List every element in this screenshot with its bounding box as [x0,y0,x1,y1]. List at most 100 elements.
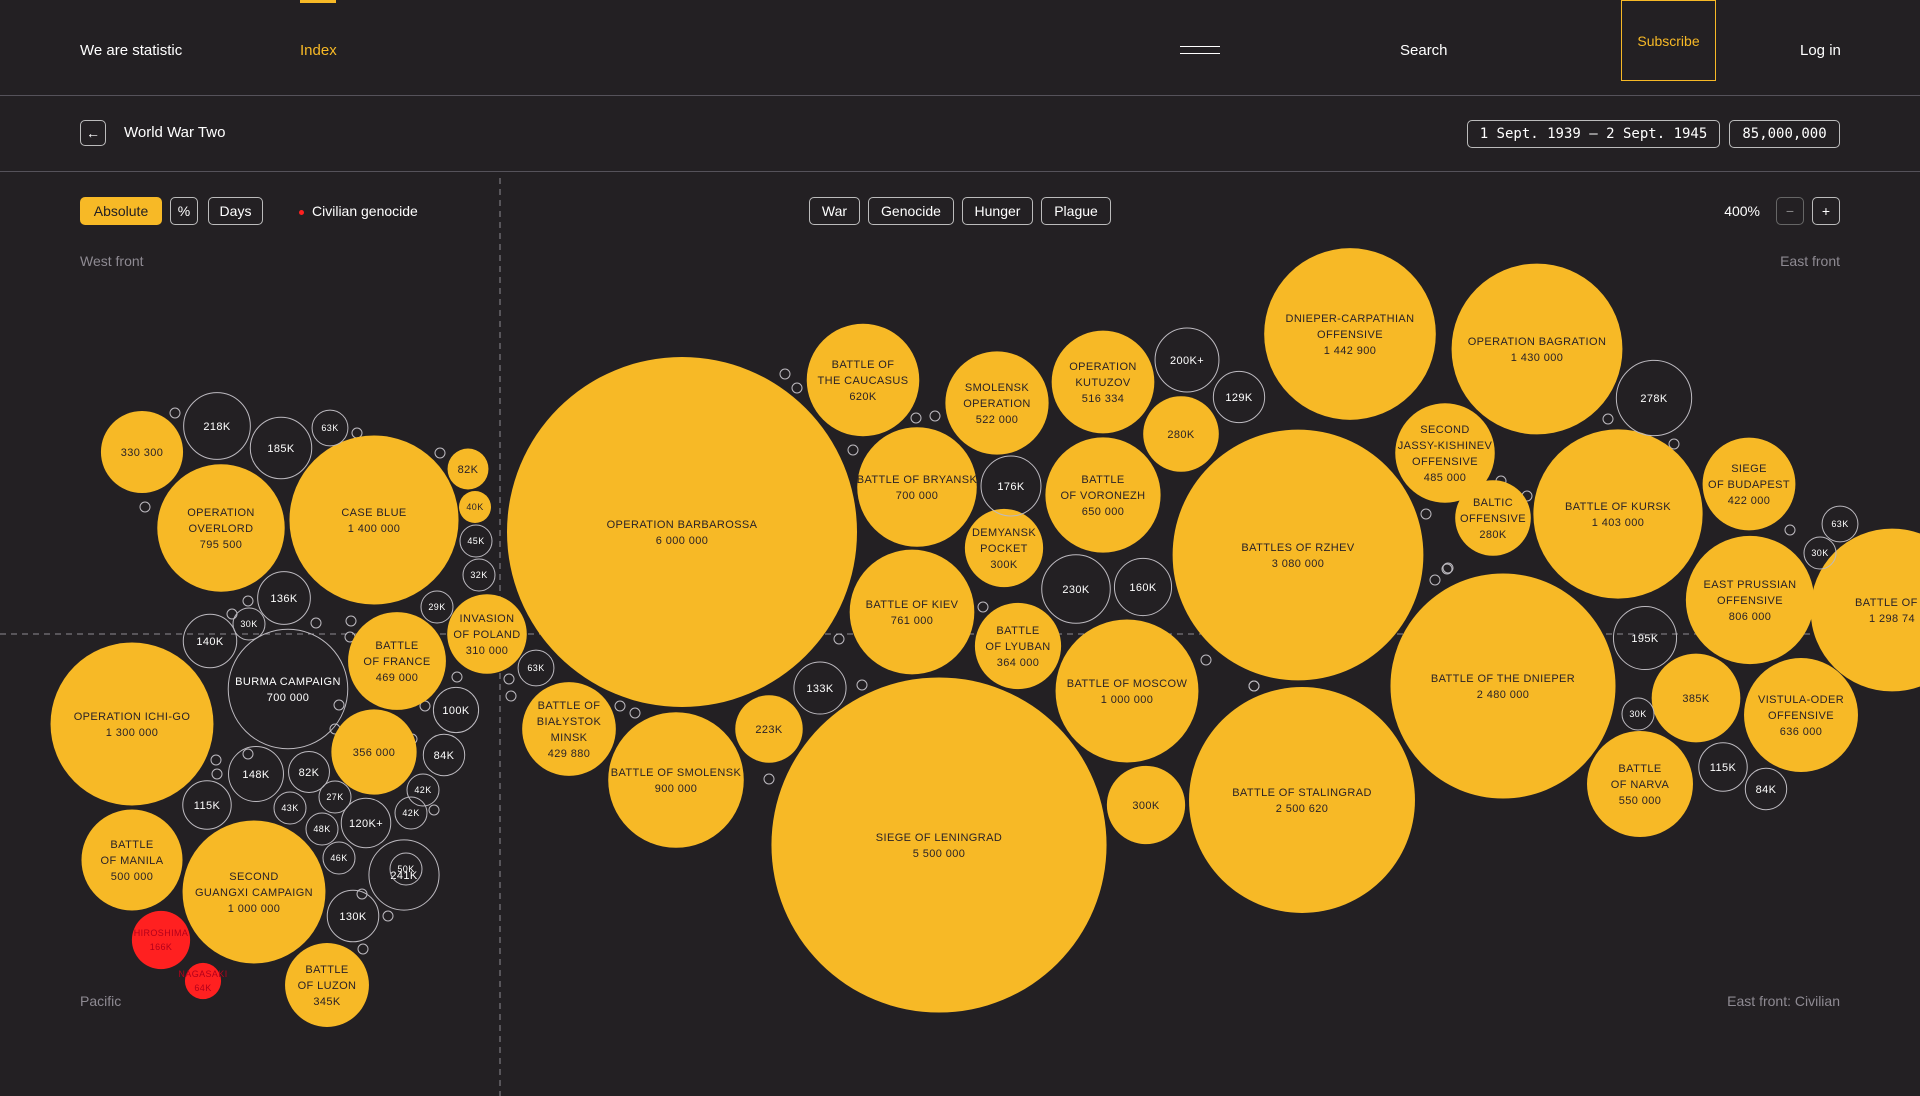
subscribe-button[interactable]: Subscribe [1621,0,1716,81]
bubble-circle[interactable] [182,613,238,669]
search-link[interactable]: Search [1400,42,1448,59]
minor-event-circle[interactable] [310,617,322,629]
bubble-circle[interactable] [1702,437,1796,531]
bubble-circle[interactable] [1154,327,1220,393]
bubble[interactable]: 300K [1106,765,1186,845]
bubble-circle[interactable] [1744,767,1788,811]
bubble-circle[interactable] [608,712,744,848]
bubble-circle[interactable] [227,628,349,750]
bubble[interactable]: BATTLE OF B1 298 74 [1810,528,1920,692]
brand-logo[interactable]: We are statistic [80,42,183,59]
bubble[interactable]: 82K [447,448,489,490]
bubble-circle[interactable] [368,839,440,911]
bubble[interactable]: 356 000 [331,709,417,795]
minor-event-circle[interactable] [351,427,363,439]
bubble[interactable]: 42K [394,796,428,830]
minor-event-circle[interactable] [428,804,440,816]
minor-event-circle[interactable] [242,595,254,607]
bubble[interactable]: 223K [735,695,803,763]
bubble[interactable]: 330 300 [100,410,184,494]
bubble-circle[interactable] [305,812,339,846]
bubble[interactable]: 84K [1744,767,1788,811]
bubble-circle[interactable] [522,682,616,776]
bubble-circle[interactable] [1172,429,1424,681]
bubble-circle[interactable] [1685,535,1815,665]
bubble-circle[interactable] [980,455,1042,517]
bubble-circle[interactable] [1143,396,1219,472]
bubble-circle[interactable] [289,435,459,605]
bubble-circle[interactable] [131,910,191,970]
minor-event-circle[interactable] [333,699,345,711]
bubble[interactable]: 46K [322,841,356,875]
bubble-circle[interactable] [1612,605,1678,671]
bubble[interactable]: 30K [1621,697,1655,731]
bubble-circle[interactable] [420,590,454,624]
bubble[interactable]: 29K [420,590,454,624]
bubble-circle[interactable] [184,962,222,1000]
bubble-circle[interactable] [1803,536,1837,570]
bubble-circle[interactable] [1113,557,1173,617]
bubble-circle[interactable] [447,448,489,490]
bubble-circle[interactable] [507,357,857,707]
bubble-circle[interactable] [100,410,184,494]
back-arrow-icon[interactable]: ← [80,120,106,146]
minor-event-circle[interactable] [451,671,463,683]
bubble-circle[interactable] [459,491,491,523]
bubble[interactable]: 84K [422,733,466,777]
minor-event-circle[interactable] [503,673,515,685]
filter-genocide-button[interactable]: Genocide [868,197,954,225]
bubble[interactable]: 195K [1612,605,1678,671]
bubble-circle[interactable] [1041,554,1111,624]
bubble-circle[interactable] [849,549,975,675]
bubble-circle[interactable] [1045,437,1161,553]
minor-event-circle[interactable] [382,910,394,922]
bubble[interactable]: 140K [182,613,238,669]
bubble[interactable]: 27K [318,780,352,814]
bubble-circle[interactable] [340,797,392,849]
bubble-circle[interactable] [183,392,251,460]
bubble[interactable]: 42K [406,773,440,807]
minor-event-circle[interactable] [629,707,641,719]
bubble-circle[interactable] [1395,403,1495,503]
bubble-circle[interactable] [1455,480,1531,556]
minor-event-circle[interactable] [1429,574,1441,586]
bubble[interactable]: 280K [1143,396,1219,472]
filter-war-button[interactable]: War [809,197,860,225]
bubble-circle[interactable] [50,642,214,806]
minor-event-circle[interactable] [929,410,941,422]
minor-event-circle[interactable] [833,633,845,645]
bubble-circle[interactable] [249,416,313,480]
bubble-circle[interactable] [1533,429,1703,599]
bubble-circle[interactable] [1264,248,1436,420]
bubble[interactable]: 130K [326,889,380,943]
bubble-circle[interactable] [1055,619,1199,763]
minor-event-circle[interactable] [226,608,238,620]
bubble[interactable]: 278K [1615,359,1693,437]
bubble-circle[interactable] [806,323,920,437]
bubble-circle[interactable] [182,820,326,964]
bubble-circle[interactable] [771,677,1107,1013]
zoom-in-button[interactable]: + [1812,197,1840,225]
bubble[interactable]: 133K [793,661,847,715]
minor-event-circle[interactable] [505,690,517,702]
bubble[interactable]: 32K [462,558,496,592]
bubble[interactable]: 129K [1212,370,1266,424]
minor-event-circle[interactable] [357,943,369,955]
bubble-circle[interactable] [326,889,380,943]
bubble-circle[interactable] [232,607,266,641]
